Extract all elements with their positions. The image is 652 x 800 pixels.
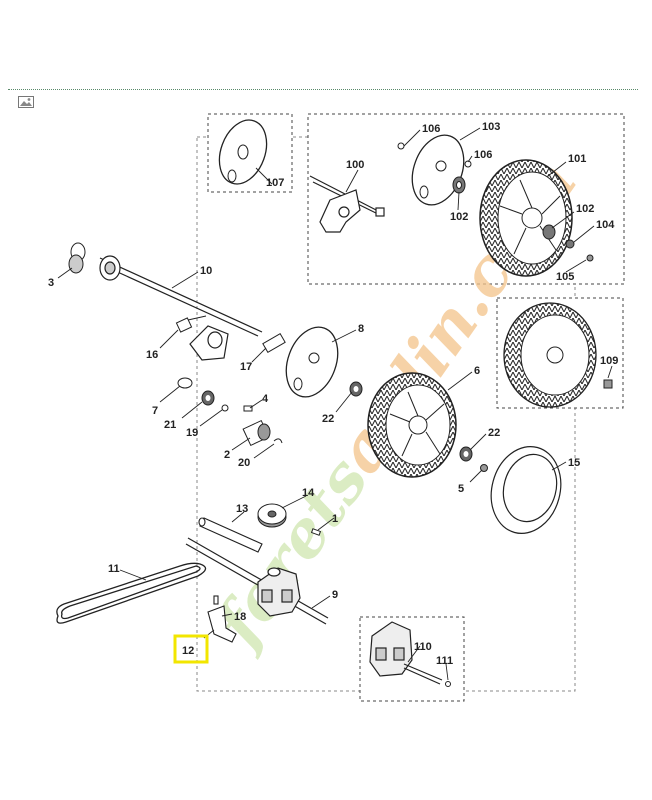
label-102-b: 102 xyxy=(576,203,594,215)
label-2: 2 xyxy=(224,449,230,461)
label-106-b: 106 xyxy=(474,149,492,161)
part-19-washer xyxy=(221,404,229,412)
part-17-pin xyxy=(262,332,286,354)
part-7-washer xyxy=(177,377,193,389)
label-6: 6 xyxy=(474,365,480,377)
part-16-fitting xyxy=(175,315,207,333)
part-104-nut xyxy=(565,239,575,249)
label-109: 109 xyxy=(600,355,618,367)
label-18: 18 xyxy=(234,611,246,623)
part-101-wheel xyxy=(479,159,573,277)
label-16: 16 xyxy=(146,349,158,361)
label-11: 11 xyxy=(108,563,120,575)
part-20-clip xyxy=(273,438,283,444)
highlight-box-12 xyxy=(173,634,209,664)
part-3-bushing xyxy=(68,242,86,274)
part-15-cover xyxy=(490,445,562,535)
part-6-wheel xyxy=(367,372,457,478)
image-icon xyxy=(18,96,34,108)
part-105-screw xyxy=(586,254,594,262)
label-13: 13 xyxy=(236,503,248,515)
label-111: 111 xyxy=(436,655,453,667)
part-4-spacer xyxy=(243,405,253,412)
top-divider xyxy=(8,89,638,90)
part-107-hubcap xyxy=(218,119,268,185)
part-14-pulley xyxy=(257,503,287,528)
label-101: 101 xyxy=(568,153,586,165)
part-102-bearing xyxy=(452,176,466,194)
label-12: 12 xyxy=(182,645,194,657)
part-109-wheel xyxy=(503,302,613,408)
label-1: 1 xyxy=(332,513,338,525)
part-21-bearing xyxy=(201,390,215,406)
label-15: 15 xyxy=(568,457,580,469)
label-14: 14 xyxy=(302,487,315,499)
part-10-axle xyxy=(99,255,263,361)
part-2-pinion xyxy=(242,419,271,447)
label-4: 4 xyxy=(262,393,269,405)
label-5: 5 xyxy=(458,483,464,495)
part-labels: 107 100 106 103 106 102 101 102 104 105 … xyxy=(48,121,618,667)
label-7: 7 xyxy=(152,405,158,417)
label-104: 104 xyxy=(596,219,615,231)
label-8: 8 xyxy=(358,323,364,335)
label-103: 103 xyxy=(482,121,500,133)
part-11-belt xyxy=(56,562,207,624)
part-111-pin xyxy=(445,681,451,687)
part-1-key xyxy=(310,528,322,536)
label-20: 20 xyxy=(238,457,250,469)
part-110-gearbox xyxy=(369,621,443,685)
part-5-screw xyxy=(480,464,488,472)
label-110: 110 xyxy=(414,641,432,653)
part-18-bracket xyxy=(207,595,237,643)
part-8-hubcap xyxy=(285,326,339,398)
label-9: 9 xyxy=(332,589,338,601)
label-22-b: 22 xyxy=(488,427,500,439)
part-9-gearbox xyxy=(185,537,329,625)
part-22-bearing xyxy=(349,381,363,397)
part-100-bracket xyxy=(309,175,385,233)
part-106-washer-2 xyxy=(464,160,472,168)
label-22-a: 22 xyxy=(322,413,334,425)
label-17: 17 xyxy=(240,361,252,373)
label-106-a: 106 xyxy=(422,123,440,135)
label-21: 21 xyxy=(164,419,176,431)
label-102-a: 102 xyxy=(450,211,468,223)
label-105: 105 xyxy=(556,271,574,283)
label-3: 3 xyxy=(48,277,54,289)
frame-100-105 xyxy=(307,113,625,285)
label-100: 100 xyxy=(346,159,364,171)
part-13-shaft xyxy=(198,517,263,553)
label-107: 107 xyxy=(266,177,284,189)
part-106-washer xyxy=(397,142,405,150)
label-10: 10 xyxy=(200,265,212,277)
leader-lines xyxy=(57,127,613,681)
label-19: 19 xyxy=(186,427,198,439)
part-22-bearing-2 xyxy=(459,446,473,462)
